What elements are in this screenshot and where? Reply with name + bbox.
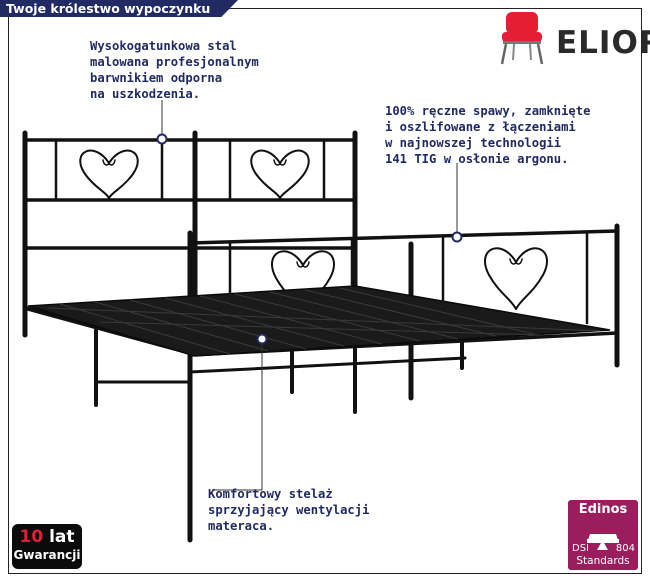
callout-steel: Wysokogatunkowa stal malowana profesjona…: [90, 39, 259, 101]
tagline: Twoje królestwo wypoczynku: [0, 0, 238, 17]
warranty-years: 10 lat: [19, 527, 75, 547]
badge-number: 804: [615, 543, 635, 554]
callout-slats: Komfortowy stelaż sprzyjający wentylacji…: [208, 487, 370, 533]
badge-dsi: DSI: [572, 543, 589, 554]
warranty-label: Gwarancji: [13, 548, 81, 562]
brand-name: ELIOR: [556, 25, 650, 61]
border-frame: [8, 8, 642, 574]
callout-welds: 100% ręczne spawy, zamknięte i oszlifowa…: [385, 104, 591, 166]
edinos-badge: Edinos DSI 804 Standards: [568, 500, 638, 570]
warranty-badge: 10 lat Gwarancji: [12, 524, 82, 569]
badge-standard: Standards: [576, 555, 630, 567]
brand-logo: ELIOR: [496, 10, 650, 66]
sofa-icon: [587, 534, 619, 550]
badge-brand: Edinos: [578, 502, 628, 517]
badge-emblem: DSI 804: [568, 524, 638, 554]
chair-icon: [500, 12, 544, 65]
